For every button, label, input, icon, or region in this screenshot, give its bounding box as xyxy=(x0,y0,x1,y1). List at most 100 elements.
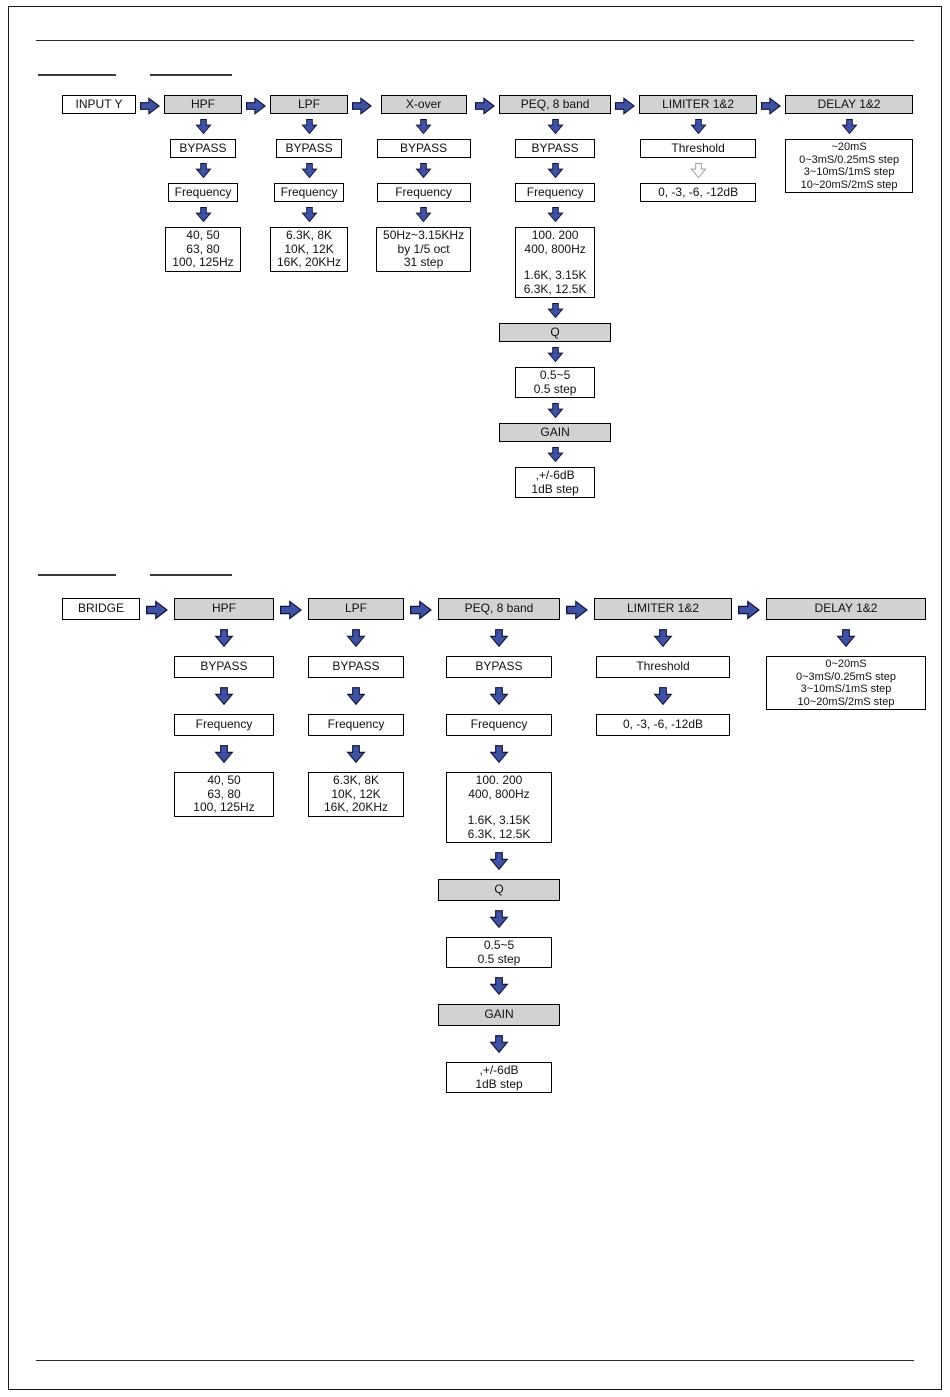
box-label: BRIDGE xyxy=(77,601,124,616)
box-lpf: LPF xyxy=(308,598,404,620)
arrow-right-icon xyxy=(280,600,303,620)
box-line: GAIN xyxy=(540,424,570,439)
box-line: 400, 800Hz xyxy=(468,786,530,801)
box-line: 1.6K, 3.15K xyxy=(467,813,531,827)
arrow-right-icon xyxy=(615,97,636,115)
arrow-right-icon xyxy=(761,97,782,115)
box-line: 10K, 12K xyxy=(284,241,334,256)
arrow-down-icon xyxy=(415,207,432,223)
box-line: 40, 50 xyxy=(207,773,241,787)
box-label: PEQ, 8 band xyxy=(520,96,590,111)
box-line: 10~20mS/2mS step xyxy=(800,178,898,191)
box-line: 6.3K, 12.5K xyxy=(467,826,531,841)
box-line: ,+/-6dB xyxy=(535,468,575,482)
box-line: BYPASS xyxy=(200,659,248,674)
box-line: Q xyxy=(494,882,504,897)
box-line: BYPASS xyxy=(332,659,380,674)
section-divider xyxy=(150,74,232,76)
arrow-down-icon xyxy=(547,163,564,179)
box-line: 0~3mS/0.25mS step xyxy=(796,670,896,683)
box-gain: GAIN xyxy=(499,423,612,442)
box-line: BYPASS xyxy=(179,140,227,155)
arrow-down-icon xyxy=(214,629,234,648)
box-line: 100. 200 xyxy=(531,228,579,242)
box-label: DELAY 1&2 xyxy=(817,96,881,111)
box-line: Threshold xyxy=(636,659,690,674)
arrow-down-icon xyxy=(547,447,564,463)
arrow-right-icon xyxy=(352,97,373,115)
arrow-down-icon xyxy=(836,629,856,648)
box-frequency: Frequency xyxy=(308,714,404,736)
arrow-down-hollow-icon xyxy=(690,163,707,179)
box-frequency: Frequency xyxy=(273,183,345,202)
box-line: 16K, 20KHz xyxy=(277,255,342,269)
arrow-down-icon xyxy=(489,629,509,648)
box-line: 63, 80 xyxy=(186,241,220,256)
box-line: 6.3K, 8K xyxy=(332,773,380,787)
box-bypass: BYPASS xyxy=(515,139,596,158)
arrow-down-icon xyxy=(194,163,212,179)
arrow-down-icon xyxy=(489,977,509,996)
box-line: BYPASS xyxy=(399,140,448,155)
arrow-down-icon xyxy=(547,119,564,135)
box-line: 1dB step xyxy=(475,1076,523,1091)
box-line: 0.5~5 xyxy=(539,368,571,382)
flow-column-bridge: BRIDGE xyxy=(62,598,140,620)
arrow-right-icon xyxy=(146,600,169,620)
arrow-down-icon xyxy=(547,303,564,319)
arrow-down-icon xyxy=(489,1035,509,1054)
arrow-right-icon xyxy=(566,600,589,620)
box-0-3-6-12db: 0, -3, -6, -12dB xyxy=(640,183,757,202)
top-rule xyxy=(36,40,914,41)
arrow-down-icon xyxy=(547,207,564,223)
box-line: 6.3K, 8K xyxy=(286,228,333,242)
box-label: X-over xyxy=(405,96,442,111)
box-frequency: Frequency xyxy=(446,714,552,736)
box-q: Q xyxy=(438,879,560,901)
box-frequency: Frequency xyxy=(515,183,596,202)
arrow-down-icon xyxy=(489,687,509,706)
box-threshold: Threshold xyxy=(640,139,757,158)
box-label: HPF xyxy=(191,96,215,111)
box-line: 3~10mS/1mS step xyxy=(803,166,895,178)
arrow-down-icon xyxy=(489,910,509,929)
arrow-down-icon xyxy=(300,163,318,179)
box-limiter-1-2: LIMITER 1&2 xyxy=(639,95,758,114)
arrow-down-icon xyxy=(841,119,858,135)
box-line: 400, 800Hz xyxy=(524,241,586,256)
arrow-down-icon xyxy=(214,745,234,764)
arrow-right-icon xyxy=(738,600,761,620)
box-label: PEQ, 8 band xyxy=(464,601,534,616)
box-bypass: BYPASS xyxy=(376,139,471,158)
box-label: HPF xyxy=(212,601,236,616)
arrow-down-icon xyxy=(653,629,673,648)
box-line: Frequency xyxy=(327,717,385,732)
box-gain: GAIN xyxy=(438,1004,560,1026)
box-q: Q xyxy=(499,323,612,342)
box-line: Frequency xyxy=(395,184,452,199)
box-line: 0, -3, -6, -12dB xyxy=(622,717,704,732)
box-peq-8-band: PEQ, 8 band xyxy=(438,598,560,620)
box-line: 0~3mS/0.25mS step xyxy=(799,153,900,166)
box-0-3-6-12db: 0, -3, -6, -12dB xyxy=(596,714,730,736)
box-bypass: BYPASS xyxy=(276,139,343,158)
box-line: Frequency xyxy=(280,184,338,199)
box-hpf: HPF xyxy=(174,598,274,620)
box-bypass: BYPASS xyxy=(170,139,236,158)
box-line: 100, 125Hz xyxy=(193,800,255,814)
